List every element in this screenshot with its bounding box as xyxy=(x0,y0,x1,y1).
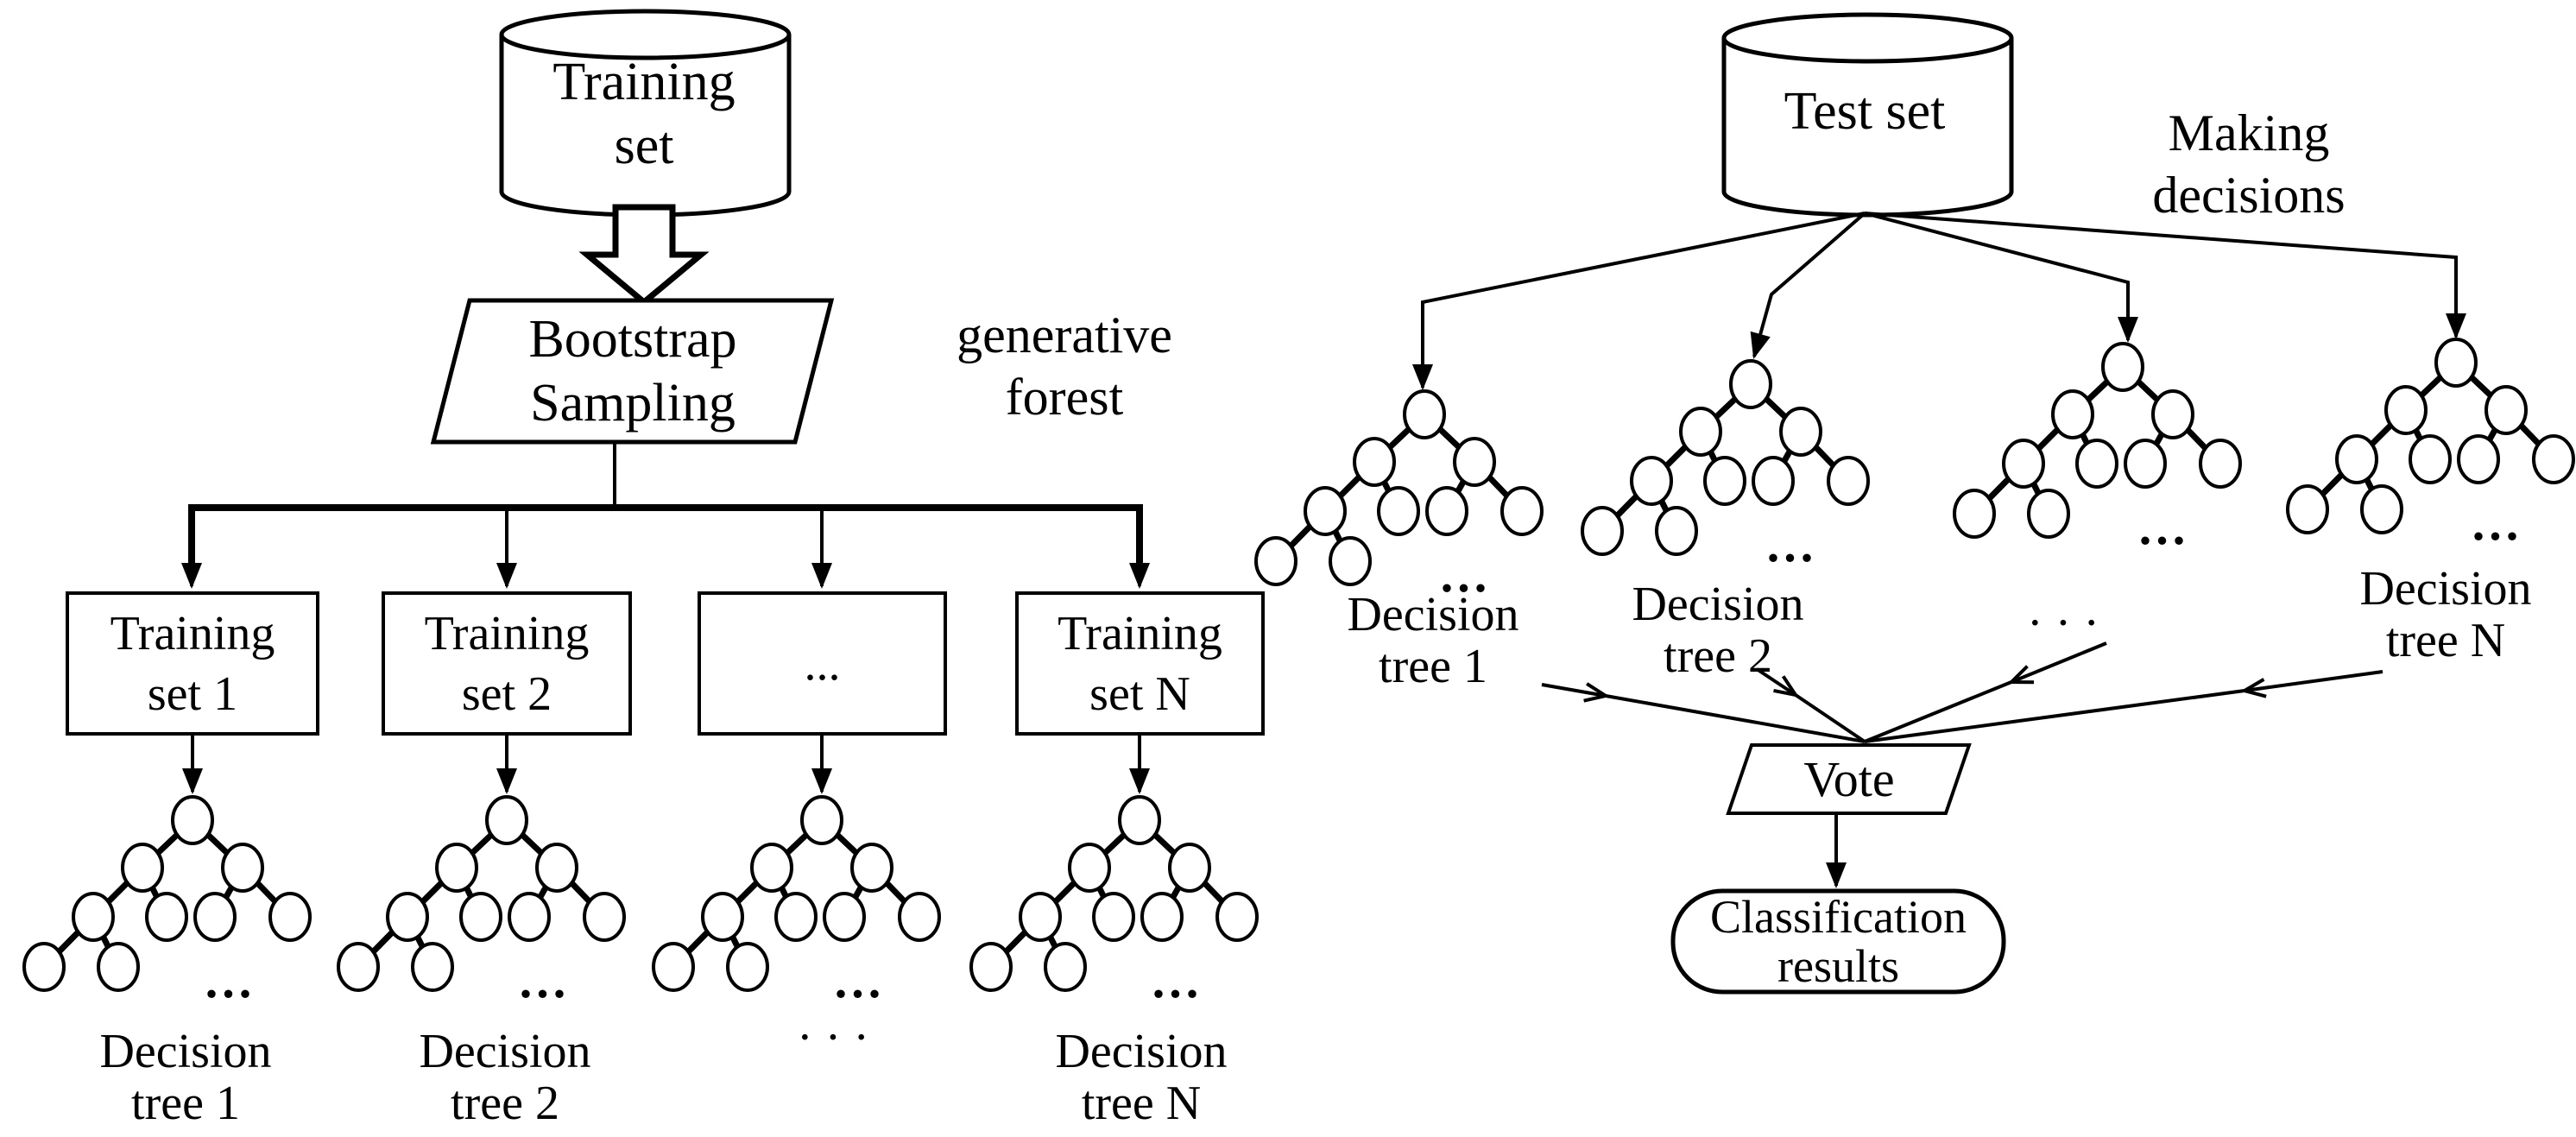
bootstrap-sampling-label: Bootstrap Sampling xyxy=(460,307,805,435)
training-set-1-label: Training set 1 xyxy=(110,606,275,721)
bootstrap-line1: Bootstrap xyxy=(528,310,737,369)
making-decisions-note: Making decisions xyxy=(2152,104,2346,224)
tree-captions-ellipsis-right: · · · xyxy=(2027,597,2099,650)
bootstrap-sampling-parallelogram xyxy=(430,298,835,445)
training-set-ellipsis-label: ... xyxy=(804,636,841,691)
training-set-line2: set xyxy=(614,117,674,175)
decision-tree-n-caption: Decision tree N xyxy=(1055,1025,1228,1130)
tree-ellipsis: ... xyxy=(834,952,886,1008)
test-set-cylinder xyxy=(1721,12,2014,218)
tree-ellipsis: ... xyxy=(205,952,256,1008)
testset-to-tree-arrows xyxy=(1412,212,2466,390)
tree-ellipsis: ... xyxy=(1766,516,1818,572)
tree-to-vote-arrows xyxy=(1541,641,2383,743)
vote-label: Vote xyxy=(1803,751,1895,807)
classification-results-stadium xyxy=(1670,888,2006,995)
decision-tree-n-caption-right: Decision tree N xyxy=(2359,562,2532,667)
decision-tree-2-caption-right: Decision tree 2 xyxy=(1632,578,1804,683)
training-set-label: Training set xyxy=(471,50,817,178)
note-line2: forest xyxy=(1005,369,1124,426)
decision-tree-1-caption: Decision tree 1 xyxy=(99,1025,272,1130)
tree-ellipsis: ... xyxy=(2138,499,2190,555)
distribution-rail xyxy=(188,504,1143,572)
training-set-n-label: Training set N xyxy=(1058,606,1222,721)
training-set-line1: Training xyxy=(552,53,736,111)
note-line1: generative xyxy=(957,306,1172,363)
training-subset-boxes xyxy=(66,591,1265,736)
tree-ellipsis: ... xyxy=(1152,952,1203,1008)
tree-ellipsis: ... xyxy=(2472,495,2523,551)
rail-to-box-arrows xyxy=(181,509,1150,589)
decision-tree-2-caption: Decision tree 2 xyxy=(419,1025,591,1130)
classification-results-label: Classification results xyxy=(1710,890,1967,992)
block-arrow-down xyxy=(578,204,710,306)
box-to-tree-arrows xyxy=(182,734,1150,794)
vote-parallelogram xyxy=(1726,743,1972,815)
bootstrap-line2: Sampling xyxy=(530,374,736,433)
training-set-cylinder xyxy=(499,9,792,218)
decision-tree-1-caption-right: Decision tree 1 xyxy=(1347,588,1519,693)
tree-captions-ellipsis: · · · xyxy=(797,1011,869,1064)
training-set-2-label: Training set 2 xyxy=(424,606,590,721)
tree-ellipsis: ... xyxy=(1440,546,1492,603)
test-set-label: Test set xyxy=(1784,82,1946,141)
tree-ellipsis: ... xyxy=(519,952,571,1008)
generative-forest-note: generative forest xyxy=(874,304,1254,428)
